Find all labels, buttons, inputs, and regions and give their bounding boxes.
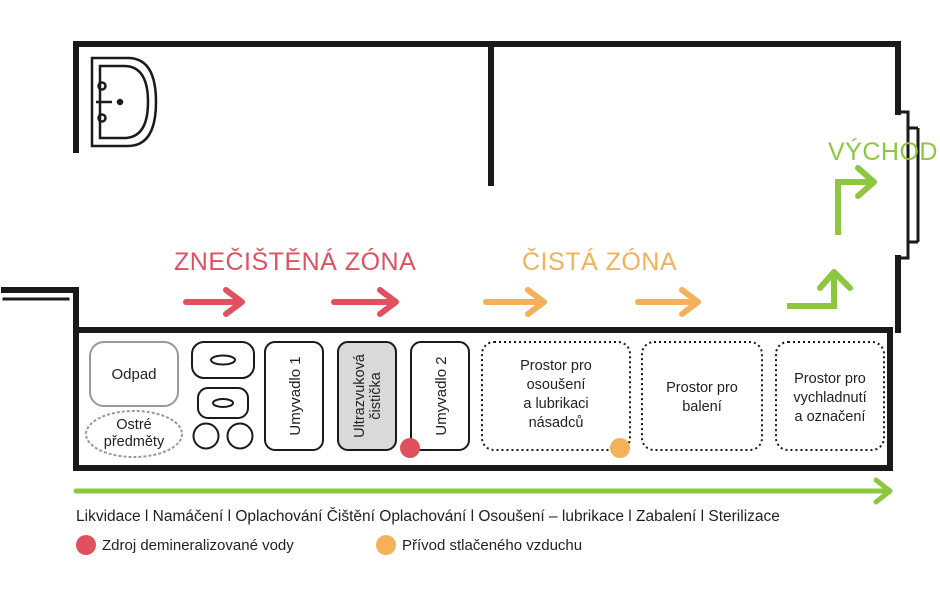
packing-area[interactable]: Prostor pro balení [641,341,763,451]
basin-icon [197,387,249,419]
legend: Zdroj demineralizované vody Přívod stlač… [76,535,582,555]
waste-label: Odpad [111,366,156,383]
sink-2[interactable]: Umyvadlo 2 [410,341,470,451]
arrow-turn-right-icon [835,179,869,235]
waste-station[interactable]: Odpad [89,341,179,407]
exit-door[interactable] [898,110,920,260]
ultrasonic-cleaner[interactable]: Ultrazvuková čistička [337,341,397,451]
basin-icon [191,341,255,379]
drying-label-line1: Prostor pro [520,358,592,374]
drying-label-line3: a lubrikaci [523,396,588,412]
wall-top-right [487,41,901,115]
sharps-label-line1: Ostré [116,417,151,433]
arrow-right-icon [331,287,399,317]
process-arrow [73,477,893,505]
dirty-zone-title: ZNEČIŠTĚNÁ ZÓNA [174,247,416,276]
clean-zone-title: ČISTÁ ZÓNA [522,247,677,276]
water-source-marker [400,438,420,458]
sharps-container[interactable]: Ostré předměty [85,410,183,458]
drying-label-line4: násadců [529,415,584,431]
cooling-area[interactable]: Prostor pro vychladnutí a označení [775,341,885,451]
soak-basins [191,341,255,450]
arrow-right-icon [483,287,547,317]
legend-water-label: Zdroj demineralizované vody [102,537,294,554]
drying-label-line2: osoušení [527,377,586,393]
dirty-arrows [183,287,399,317]
round-basin-icon [226,422,254,450]
sink-2-label: Umyvadlo 2 [433,356,450,435]
cooling-label-line1: Prostor pro [794,371,866,387]
ultrasonic-label-line2: čistička [368,371,384,419]
legend-water-dot [76,535,96,555]
sharps-label-line2: předměty [104,434,165,450]
exit-arrows [787,165,877,309]
process-steps: Likvidace l Namáčení l Oplachování Čiště… [76,508,780,525]
cooling-label-line3: a označení [795,409,866,425]
cooling-label-line2: vychladnutí [793,390,866,406]
ultrasonic-label-line1: Ultrazvuková [352,353,368,438]
legend-air-dot [376,535,396,555]
wall-top-left [73,41,493,153]
walls [1,41,901,471]
arrow-up-right-icon [787,275,837,309]
sink-1-label: Umyvadlo 1 [287,356,304,435]
arrow-right-icon [635,287,701,317]
legend-air-label: Přívod stlačeného vzduchu [402,537,582,554]
clean-arrows [483,287,701,317]
air-supply-marker [610,438,630,458]
sink-1[interactable]: Umyvadlo 1 [264,341,324,451]
arrow-right-icon [183,287,245,317]
wall-left-entry [1,287,893,471]
exit-title: VÝCHOD [828,137,938,166]
drying-area[interactable]: Prostor pro osoušení a lubrikaci násadců [481,341,631,451]
packing-label-line1: Prostor pro [666,380,738,396]
round-basin-icon [192,422,220,450]
washbasin-icon [90,56,158,148]
packing-label-line2: balení [682,399,722,415]
